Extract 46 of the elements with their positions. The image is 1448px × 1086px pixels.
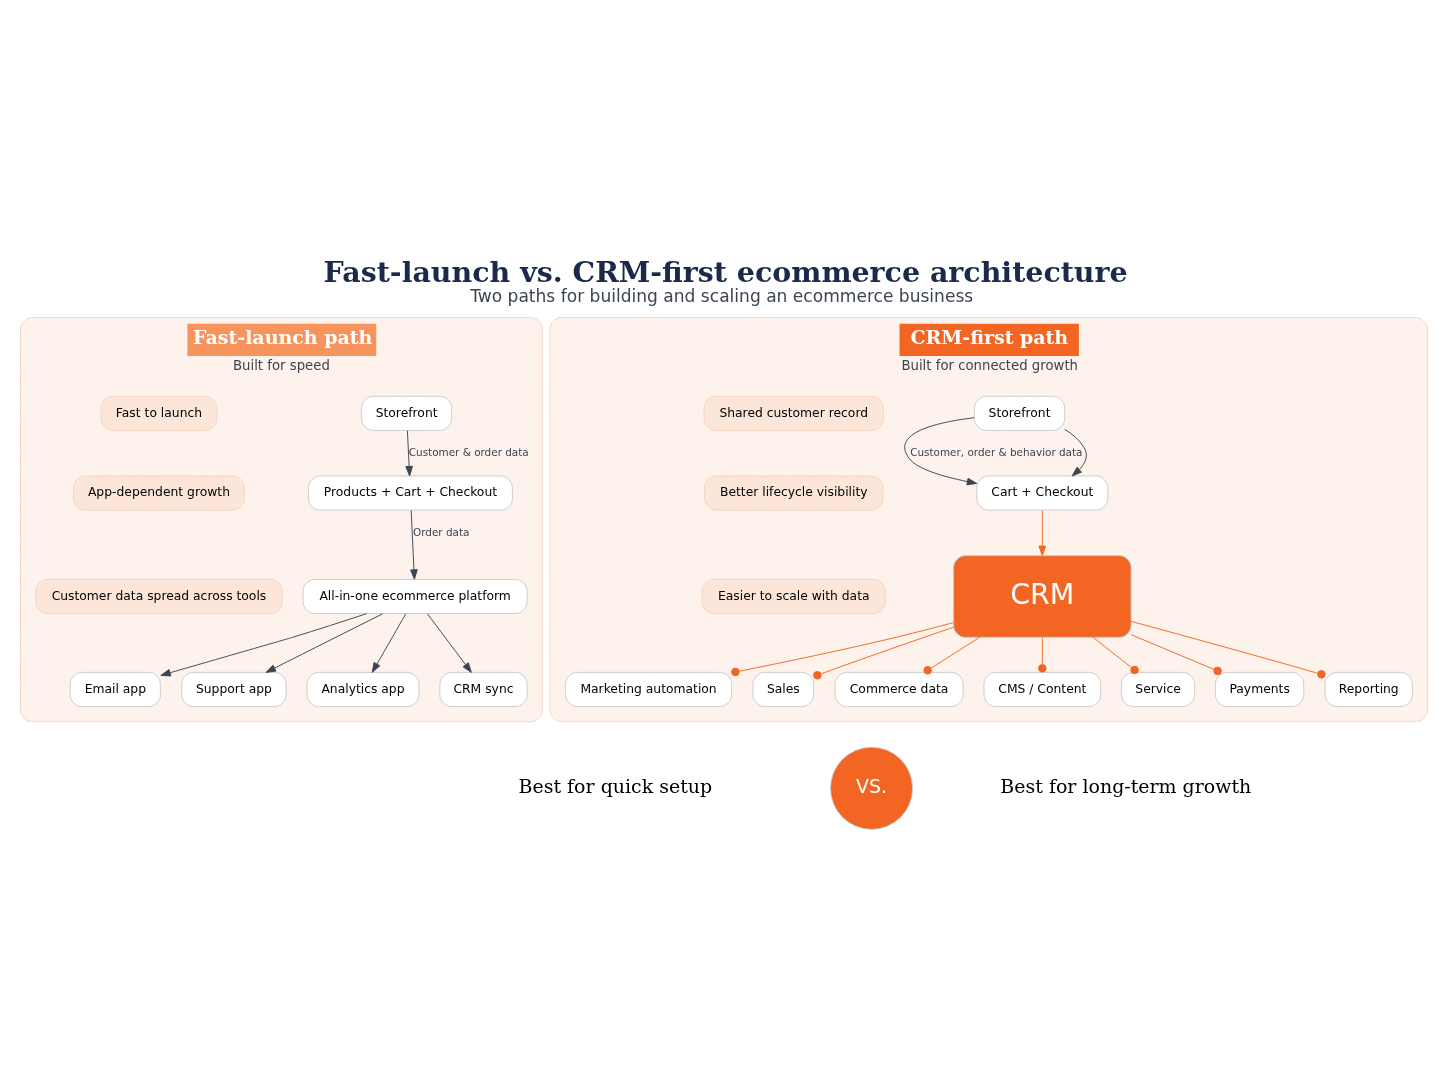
node-box: Storefront xyxy=(974,395,1066,431)
arrow xyxy=(160,613,368,677)
arrow xyxy=(405,430,413,477)
node-box: Sales xyxy=(752,671,815,708)
node-box: Customer data spread across tools xyxy=(35,578,283,615)
node-box: Products + Cart + Checkout xyxy=(307,475,513,511)
node-box: Reporting xyxy=(1324,671,1413,708)
connector xyxy=(1038,636,1047,673)
connector xyxy=(813,626,954,680)
arrow xyxy=(371,613,407,673)
connector xyxy=(1092,636,1139,675)
node-box: Support app xyxy=(181,671,287,708)
node-box: Marketing automation xyxy=(565,671,733,708)
arrow xyxy=(410,509,418,580)
node-box: All-in-one ecommerce platform xyxy=(302,578,528,615)
edge-label: Customer & order data xyxy=(408,445,529,458)
node-circle: VS. xyxy=(830,746,914,830)
node-box: Shared customer record xyxy=(703,395,884,431)
node-box: Payments xyxy=(1215,671,1305,708)
node-box: Cart + Checkout xyxy=(976,475,1109,511)
node-box: App-dependent growth xyxy=(73,475,245,511)
arrow xyxy=(426,613,472,673)
connector xyxy=(923,636,980,675)
edge-label: Order data xyxy=(413,525,470,538)
arrow xyxy=(265,613,384,673)
node-box: Service xyxy=(1121,671,1196,708)
node-box: CRM xyxy=(953,555,1132,638)
arrow xyxy=(1064,428,1087,477)
edge-label: Customer, order & behavior data xyxy=(910,445,1083,458)
connector xyxy=(1130,634,1222,676)
node-box: Better lifecycle visibility xyxy=(704,475,884,511)
node-box: Analytics app xyxy=(306,671,420,708)
node-box: CRM sync xyxy=(439,671,528,708)
node-box: Easier to scale with data xyxy=(701,578,886,615)
connector xyxy=(731,622,954,677)
node-box: Storefront xyxy=(361,395,453,431)
arrow xyxy=(1038,509,1047,557)
caption: Two paths for building and scaling an ecommerce business xyxy=(470,285,974,306)
node-box: Fast to launch xyxy=(100,395,218,431)
node-text: Best for quick setup xyxy=(518,775,713,798)
node-box: Commerce data xyxy=(834,671,964,708)
node-box: Email app xyxy=(69,671,161,708)
arrow xyxy=(904,417,978,486)
connector xyxy=(1130,620,1326,679)
node-box: CMS / Content xyxy=(983,671,1102,708)
node-text: Best for long-term growth xyxy=(1000,775,1252,798)
